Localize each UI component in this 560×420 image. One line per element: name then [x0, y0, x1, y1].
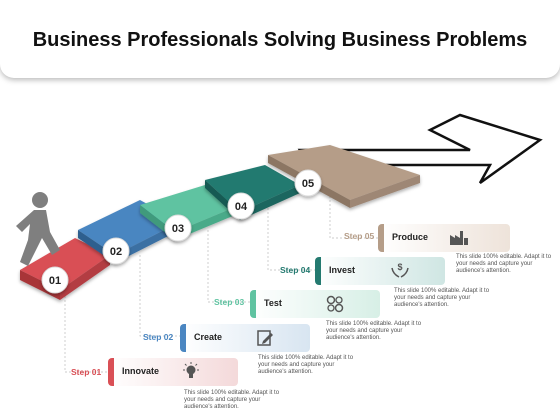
step-number-5: 05 — [302, 178, 314, 190]
step-label-3: Step 03 — [214, 297, 245, 307]
step-name-3: Test — [264, 298, 282, 308]
step-number-1: 01 — [49, 275, 61, 287]
step-box-bracket-3 — [250, 290, 256, 318]
step-description-1: This slide 100% editable. Adapt it to yo… — [184, 390, 280, 410]
step-label-5: Step 05 — [344, 231, 375, 241]
step-label-4: Step 04 — [280, 265, 311, 275]
title-card: Business Professionals Solving Business … — [0, 0, 560, 78]
step-box-3: Test — [250, 290, 380, 318]
leader-line-1 — [64, 292, 110, 373]
leader-line-2 — [139, 255, 180, 337]
step-description-2: This slide 100% editable. Adapt it to yo… — [258, 355, 354, 375]
leader-line-4 — [267, 208, 315, 271]
step-description-5: This slide 100% editable. Adapt it to yo… — [456, 254, 552, 274]
step-box-bracket-4 — [315, 257, 321, 285]
step-circle-3 — [164, 214, 192, 242]
money-hand-icon: $ — [391, 262, 409, 278]
step-name-2: Create — [194, 332, 223, 342]
step-box-bracket-5 — [378, 224, 384, 252]
leader-line-5 — [329, 196, 378, 239]
step-label-1: Step 01 — [71, 367, 102, 377]
step-box-2: Create — [180, 324, 310, 352]
step-circle-1 — [41, 266, 69, 294]
step-description-4: This slide 100% editable. Adapt it to yo… — [394, 288, 490, 308]
step-box-1: Innovate — [108, 358, 238, 386]
step-box-bracket-1 — [108, 358, 114, 386]
step-name-1: Innovate — [122, 366, 160, 376]
step-box-5: Produce — [378, 224, 510, 252]
step-box-4: Invest $ — [315, 257, 445, 285]
step-description-3: This slide 100% editable. Adapt it to yo… — [326, 321, 422, 341]
page-title: Business Professionals Solving Business … — [32, 29, 528, 51]
step-circle-4 — [227, 192, 255, 220]
step-label-2: Step 02 — [143, 332, 174, 342]
step-number-3: 03 — [172, 223, 184, 235]
step-number-4: 04 — [235, 201, 248, 213]
step-name-4: Invest — [329, 265, 356, 275]
gears-icon — [326, 295, 344, 313]
step-circle-5 — [294, 169, 322, 197]
step-box-bracket-2 — [180, 324, 186, 352]
step-circle-2 — [102, 237, 130, 265]
svg-text:$: $ — [397, 262, 402, 272]
step-number-2: 02 — [110, 246, 122, 258]
lightbulb-icon — [183, 362, 199, 378]
factory-icon — [450, 231, 468, 245]
step-number-circles: 01 02 03 04 05 — [41, 169, 322, 294]
leader-line-3 — [207, 230, 250, 303]
step-name-5: Produce — [392, 232, 429, 242]
walking-person-icon — [16, 192, 60, 266]
edit-document-icon — [257, 330, 273, 346]
